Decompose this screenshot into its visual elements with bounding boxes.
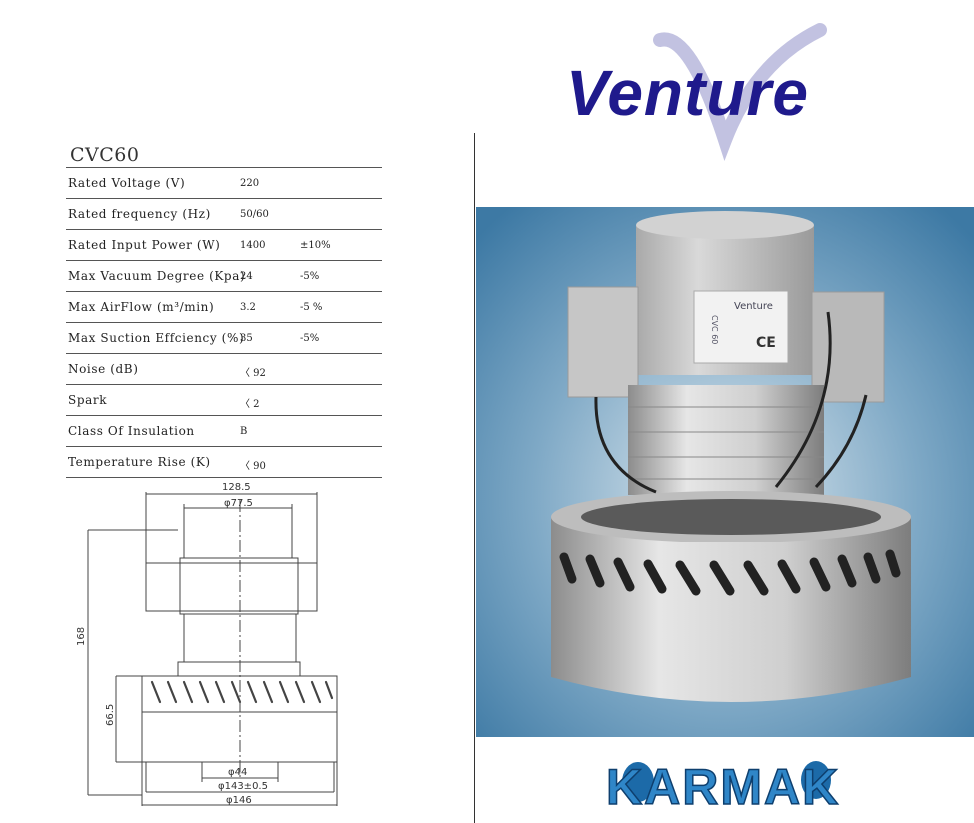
spec-value: 〈 90: [240, 461, 266, 472]
motor-label-ce: CE: [756, 335, 776, 351]
dim-top-diameter: φ77.5: [224, 498, 253, 509]
spec-label: Class Of Insulation: [68, 424, 195, 438]
technical-drawing: 128.5 φ77.5 168 66.5 φ44 φ143±0.5 φ146: [76, 482, 338, 806]
logo-text: Venture: [566, 57, 809, 129]
spec-row-max-vacuum: Max Vacuum Degree (Kpa) 24 -5%: [66, 260, 382, 291]
spec-tolerance: -5%: [300, 271, 320, 282]
dim-bottom-mid: φ143±0.5: [218, 781, 268, 792]
motor-label-side: CVC 60: [710, 315, 719, 344]
spec-value: 〈 92: [240, 368, 266, 379]
spec-label: Rated Voltage (V): [68, 176, 186, 190]
spec-label: Max AirFlow (m³/min): [68, 300, 215, 314]
spec-row-noise: Noise (dB) 〈 92: [66, 353, 382, 384]
spec-row-max-suction-efficiency: Max Suction Effciency (%) 35 -5%: [66, 322, 382, 353]
venture-logo: Venture: [560, 22, 960, 162]
dim-base-height: 66.5: [105, 704, 116, 726]
dim-height: 168: [76, 627, 87, 646]
spec-label: Rated frequency (Hz): [68, 207, 211, 221]
spec-tolerance: -5%: [300, 333, 320, 344]
spec-row-spark: Spark 〈 2: [66, 384, 382, 415]
page-divider: [474, 133, 475, 823]
spec-tolerance: -5 %: [300, 302, 323, 313]
brand-text: KARMAK: [606, 759, 840, 815]
motor-photo: Venture CE CVC 60: [476, 207, 974, 737]
dim-top-width: 128.5: [222, 482, 251, 493]
dim-bottom-outer: φ146: [226, 795, 252, 806]
spec-value: B: [240, 426, 248, 437]
spec-value: 〈 2: [240, 399, 260, 410]
penguin-icon: [801, 761, 831, 799]
spec-tolerance: ±10%: [300, 240, 331, 251]
spec-value: 220: [240, 178, 260, 189]
spec-value: 1400: [240, 240, 266, 251]
spec-row-rated-frequency: Rated frequency (Hz) 50/60: [66, 198, 382, 229]
model-title: CVC60: [70, 144, 140, 166]
spec-table: Rated Voltage (V) 220 Rated frequency (H…: [66, 167, 382, 478]
motor-label-brand: Venture: [734, 301, 773, 312]
spec-row-insulation-class: Class Of Insulation B: [66, 415, 382, 446]
logo-v-swoosh-icon: [653, 23, 827, 161]
spec-value: 35: [240, 333, 253, 344]
spec-label: Temperature Rise (K): [68, 455, 211, 469]
spec-label: Spark: [68, 393, 108, 407]
spec-label: Rated Input Power (W): [68, 238, 221, 252]
spec-value: 24: [240, 271, 253, 282]
spec-value: 50/60: [240, 209, 269, 220]
karmak-logo: KARMAK: [592, 742, 862, 820]
spec-row-rated-input-power: Rated Input Power (W) 1400 ±10%: [66, 229, 382, 260]
dim-bottom-inner: φ44: [228, 767, 247, 778]
spec-row-temperature-rise: Temperature Rise (K) 〈 90: [66, 446, 382, 478]
spec-label: Max Vacuum Degree (Kpa): [68, 269, 246, 283]
spec-row-max-airflow: Max AirFlow (m³/min) 3.2 -5 %: [66, 291, 382, 322]
spec-label: Max Suction Effciency (%): [68, 331, 245, 345]
penguin-icon: [622, 762, 654, 802]
spec-label: Noise (dB): [68, 362, 139, 376]
spec-row-rated-voltage: Rated Voltage (V) 220: [66, 167, 382, 198]
spec-value: 3.2: [240, 302, 256, 313]
